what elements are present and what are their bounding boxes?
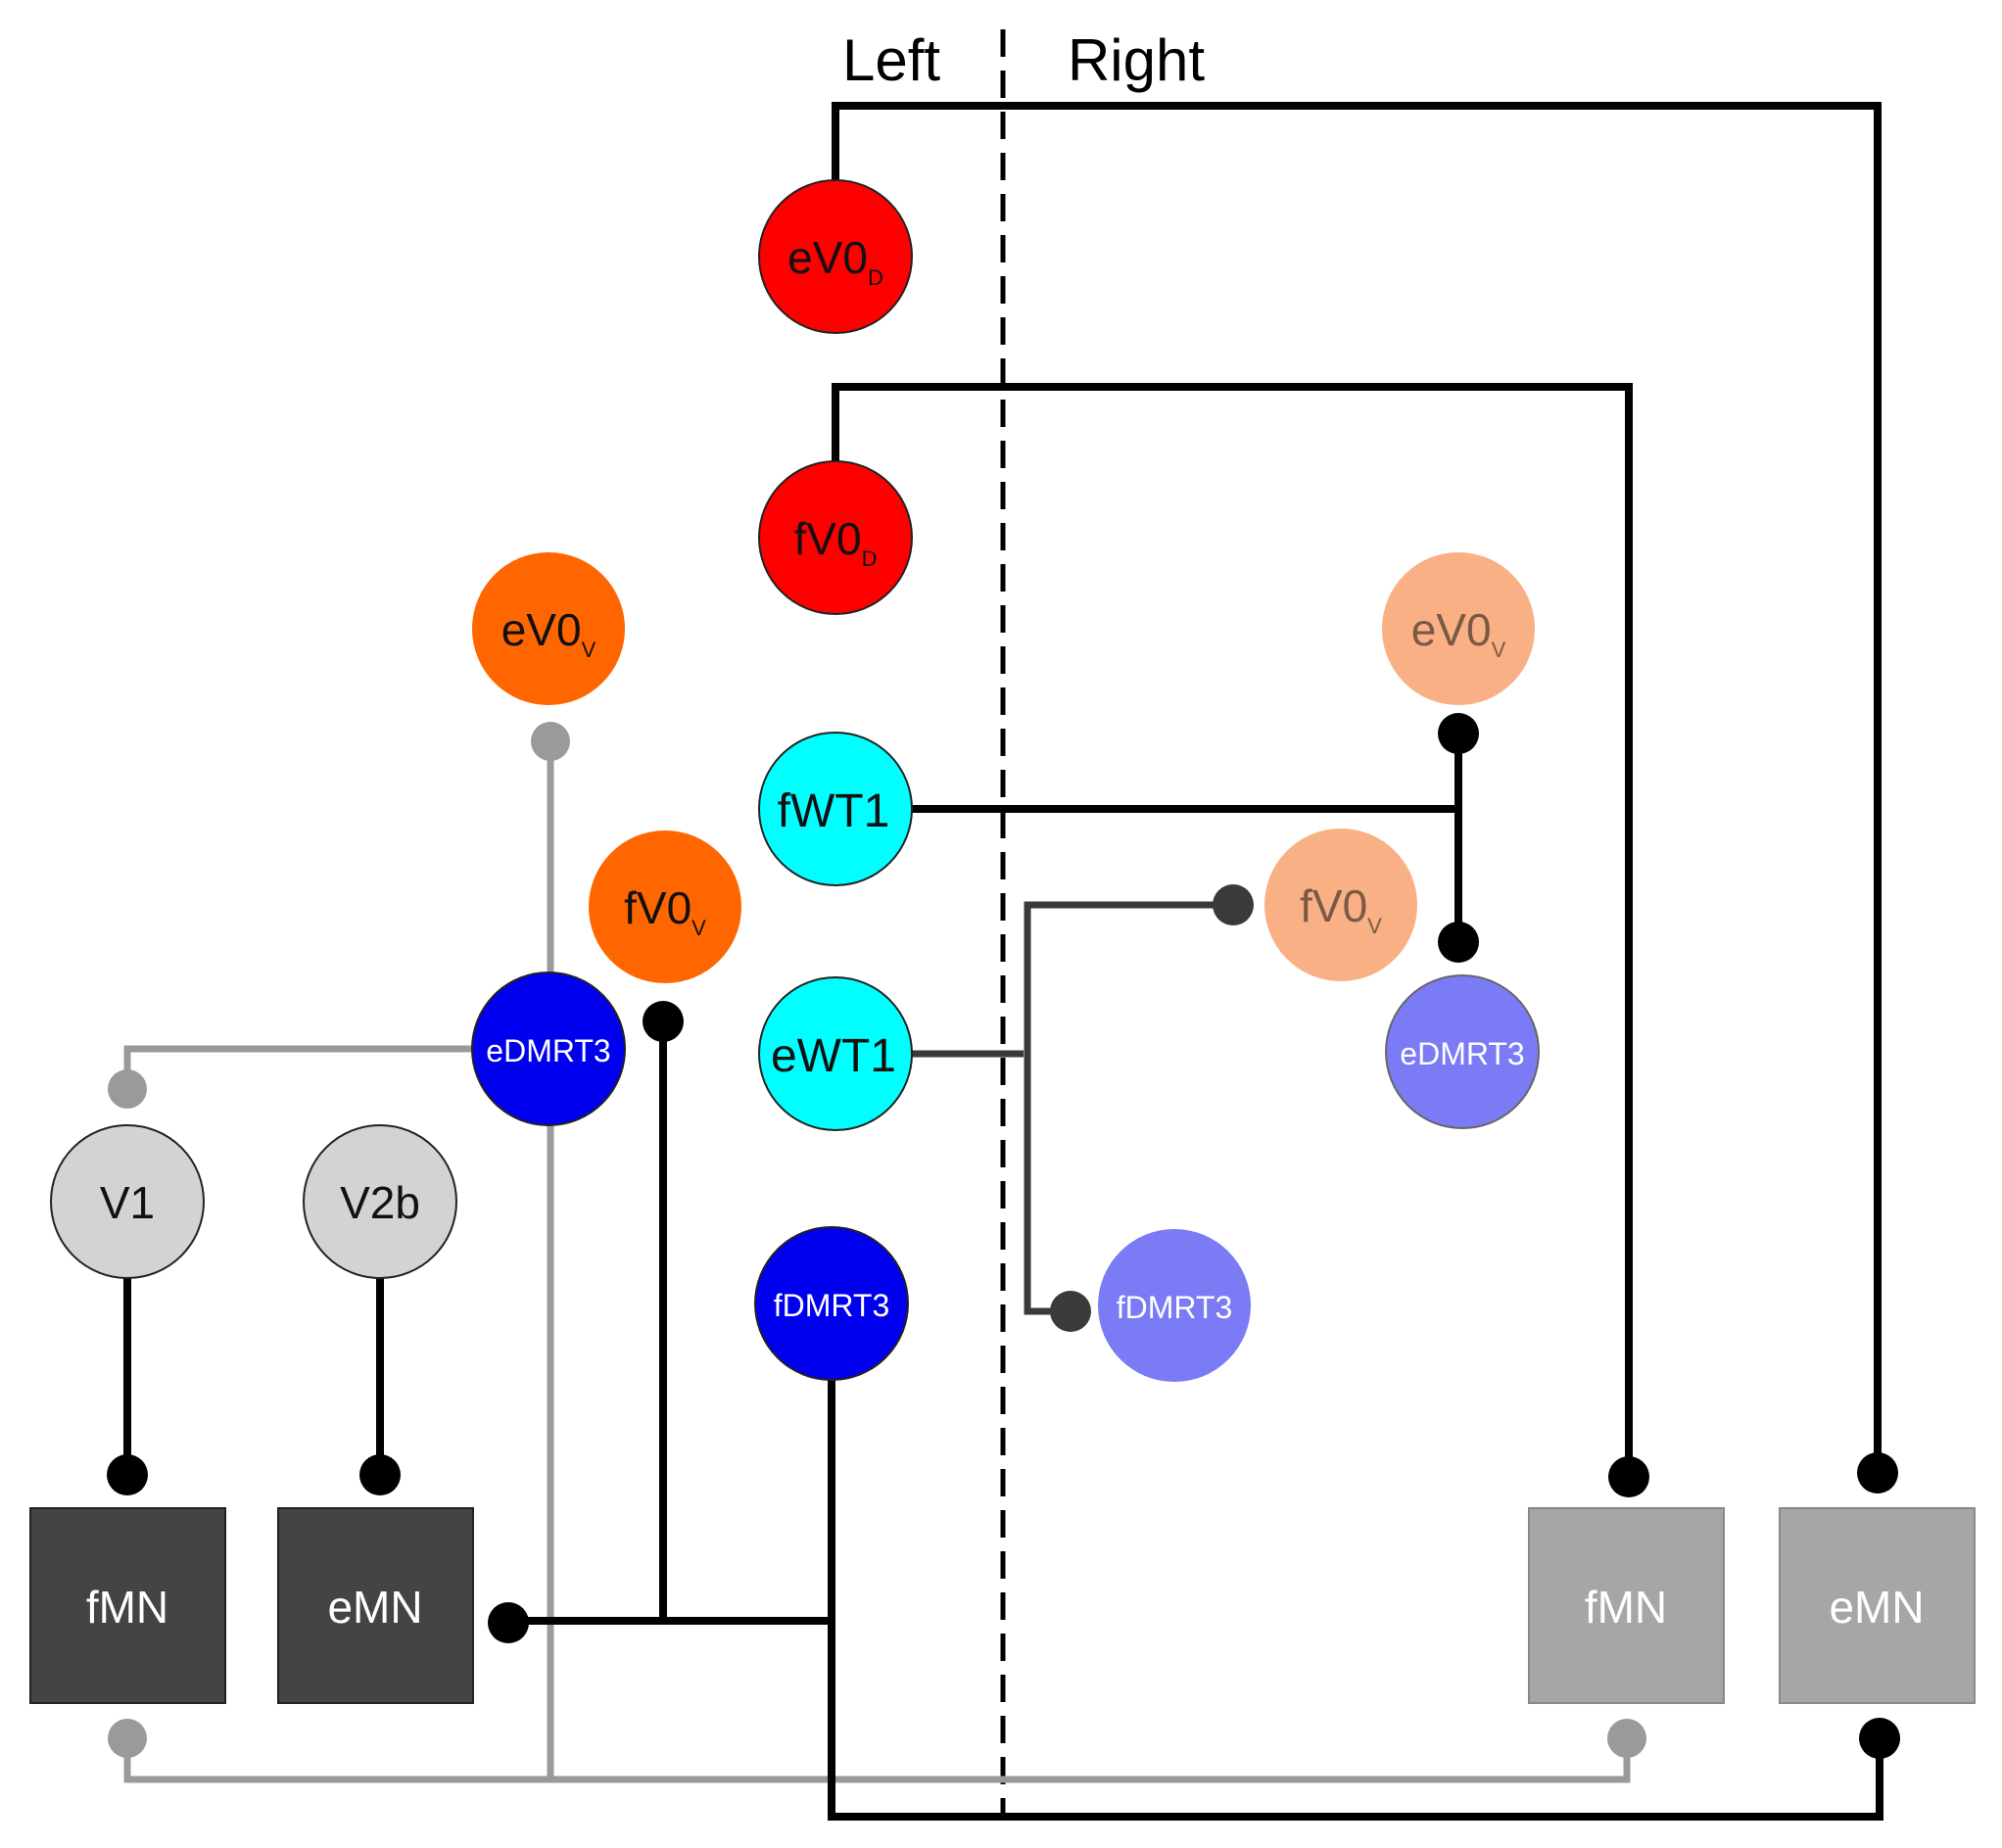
fmn-left-box <box>29 1507 226 1704</box>
fv0v-left-terminal <box>643 1001 684 1042</box>
edmrt3-right-label: eDMRT3 <box>1400 1036 1524 1071</box>
grey-bottom-bus <box>123 1738 1631 1783</box>
ev0v-right-sub: V <box>1492 638 1506 662</box>
v1-body <box>50 1124 205 1279</box>
right-side-label: Right <box>1068 27 1205 93</box>
edmrt3-left-label: eDMRT3 <box>486 1033 610 1068</box>
fdmrt3-right-body <box>1098 1229 1251 1382</box>
neuron-fv0v-right: fV0V <box>1264 829 1417 981</box>
ev0d-left-sub: D <box>868 265 883 290</box>
neuron-fwt1: fWT1 <box>758 732 913 886</box>
fdmrt3-right-label: fDMRT3 <box>1117 1290 1233 1325</box>
ev0d-left-main: eV0 <box>787 232 868 283</box>
emn-left-side-terminal <box>488 1602 529 1643</box>
fv0d-left-main: fV0 <box>794 513 862 564</box>
ewt1-label: eWT1 <box>771 1030 896 1082</box>
fv0v-right-sub: V <box>1367 914 1382 938</box>
emn-left-box <box>277 1507 474 1704</box>
ev0v-left-body <box>472 552 625 705</box>
neuron-fv0d-left: fV0D <box>758 460 913 615</box>
fv0v-right-body <box>1264 829 1417 981</box>
fv0v-left-main: fV0 <box>624 882 691 933</box>
fv0v-left-body <box>589 830 741 983</box>
neuron-fv0v-left: fV0V <box>589 830 741 983</box>
v1-label: V1 <box>100 1177 155 1228</box>
neuron-ev0v-left: eV0V <box>472 552 625 705</box>
fv0d-left-sub: D <box>862 546 878 571</box>
ewt1-terminals <box>1050 884 1254 1332</box>
edmrt3-to-v1-line <box>123 1045 475 1089</box>
neuron-fdmrt3-left: fDMRT3 <box>754 1226 909 1381</box>
fdmrt3-cross-line <box>828 1379 1883 1821</box>
motor-pool-emn-left: eMN <box>277 1507 474 1704</box>
ev0v-left-sub: V <box>582 638 596 662</box>
neuron-fdmrt3-right: fDMRT3 <box>1098 1229 1251 1382</box>
motor-pool-emn-right: eMN <box>1779 1507 1976 1704</box>
ev0v-right-label: eV0V <box>1411 604 1506 662</box>
fdmrt3-right-terminal <box>1050 1291 1091 1332</box>
motor-pool-fmn-left: fMN <box>29 1507 226 1704</box>
motor-pool-fmn-right: fMN <box>1528 1507 1725 1704</box>
neuron-edmrt3-right: eDMRT3 <box>1385 974 1540 1129</box>
emn-left-label: eMN <box>327 1582 422 1633</box>
fwt1-label: fWT1 <box>778 785 890 837</box>
fmn-right-box <box>1528 1507 1725 1704</box>
ewt1-branch-line <box>1024 901 1233 1315</box>
ev0v-left-label: eV0V <box>501 604 596 662</box>
fv0d-left-body <box>758 460 913 615</box>
left-side-label: Left <box>842 27 940 93</box>
v1-terminal <box>108 1069 147 1109</box>
edmrt3-right-terminal <box>1438 922 1479 963</box>
black-terminals <box>107 713 1900 1759</box>
ev0v-right-body <box>1382 552 1535 705</box>
neuron-edmrt3-left: eDMRT3 <box>471 971 626 1126</box>
ev0v-left-main: eV0 <box>501 604 582 655</box>
fv0d-left-label: fV0D <box>794 513 878 571</box>
ev0d-left-body <box>758 179 913 334</box>
v2b-label: V2b <box>340 1177 420 1228</box>
fv0v-left-label: fV0V <box>624 882 706 940</box>
ev0v-left-terminal <box>531 722 570 761</box>
fmn-right-label: fMN <box>1585 1582 1667 1633</box>
grey-terminals <box>108 722 1646 1758</box>
fdmrt3-left-label: fDMRT3 <box>774 1288 890 1323</box>
edmrt3-left-body <box>471 971 626 1126</box>
fv0v-right-main: fV0 <box>1300 880 1367 931</box>
ewt1-body <box>758 976 913 1131</box>
v2b-body <box>303 1124 457 1279</box>
fv0v-right-terminal <box>1213 884 1254 925</box>
neuron-v2b: V2b <box>303 1124 457 1279</box>
ewt1-connections <box>911 901 1233 1315</box>
emn-right-bottom-terminal <box>1859 1718 1900 1759</box>
emn-right-label: eMN <box>1829 1582 1924 1633</box>
fv0d-to-fmn-right-line <box>832 383 1633 1474</box>
fmn-right-top-terminal <box>1608 1456 1649 1497</box>
ev0d-left-label: eV0D <box>787 232 883 290</box>
fwt1-body <box>758 732 913 886</box>
emn-right-top-terminal <box>1857 1452 1898 1493</box>
emn-right-box <box>1779 1507 1976 1704</box>
fv0v-left-sub: V <box>691 916 706 940</box>
emn-left-top-terminal <box>359 1454 401 1495</box>
fmn-right-terminal <box>1607 1719 1646 1758</box>
fdmrt3-left-body <box>754 1226 909 1381</box>
fmn-left-top-terminal <box>107 1454 148 1495</box>
fmn-left-terminal <box>108 1719 147 1758</box>
neuron-ev0d-left: eV0D <box>758 179 913 334</box>
ev0d-to-emn-right-line <box>832 102 1882 1472</box>
neuron-ewt1: eWT1 <box>758 976 913 1131</box>
fv0v-right-label: fV0V <box>1300 880 1382 938</box>
ev0v-right-terminal <box>1438 713 1479 754</box>
edmrt3-right-body <box>1385 974 1540 1129</box>
black-connections <box>123 102 1883 1821</box>
ev0v-right-main: eV0 <box>1411 604 1492 655</box>
fmn-left-label: fMN <box>86 1582 168 1633</box>
neuron-ev0v-right: eV0V <box>1382 552 1535 705</box>
neuron-v1: V1 <box>50 1124 205 1279</box>
